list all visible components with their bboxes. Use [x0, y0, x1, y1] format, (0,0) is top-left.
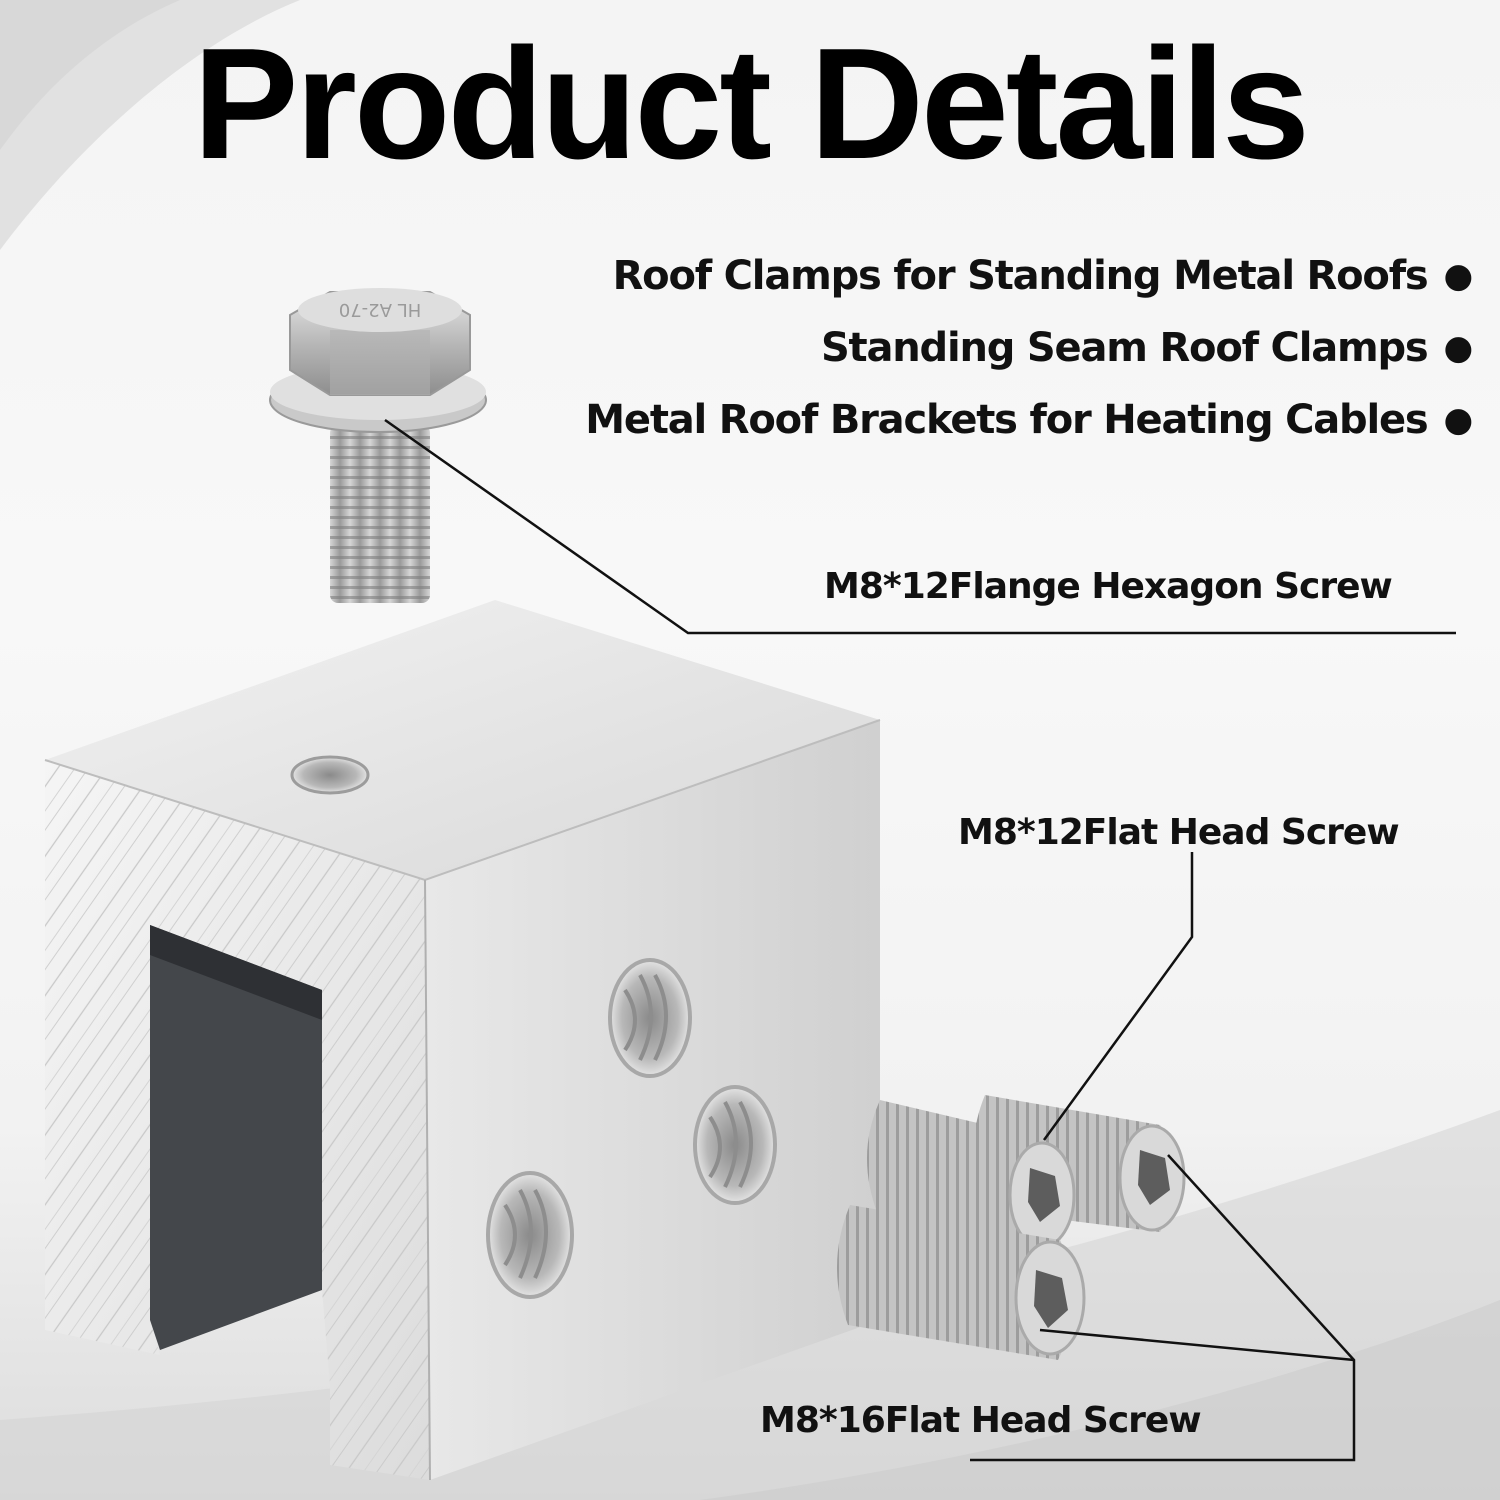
feature-text: Metal Roof Brackets for Heating Cables	[585, 397, 1428, 443]
feature-text: Roof Clamps for Standing Metal Roofs	[612, 253, 1429, 299]
feature-list: Roof Clamps for Standing Metal Roofs ● St…	[585, 250, 1474, 466]
leader-lines	[384, 418, 1456, 1462]
threaded-hole	[693, 1085, 777, 1205]
leader-line-flat-screw-16b	[1039, 1328, 1355, 1362]
page-title: Product Details	[193, 16, 1310, 192]
flat-head-screw-m8x12	[866, 1100, 1076, 1250]
leader-line-flange-screw	[384, 418, 1456, 635]
callout-flat-head-screw-m8x16: M8*16Flat Head Screw	[760, 1400, 1202, 1441]
threaded-hole	[608, 958, 692, 1078]
flange-hexagon-screw: HL A2-70	[269, 288, 487, 603]
feature-text: Standing Seam Roof Clamps	[820, 325, 1429, 371]
feature-item: Metal Roof Brackets for Heating Cables ●	[585, 394, 1474, 466]
bullet-icon: ●	[1443, 256, 1474, 296]
leader-line-flat-screw-16	[970, 1154, 1356, 1462]
threaded-hole	[486, 1171, 574, 1299]
aluminum-clamp-block	[44, 600, 881, 1481]
bullet-icon: ●	[1443, 400, 1474, 440]
callout-flange-hexagon-screw: M8*12Flange Hexagon Screw	[824, 566, 1393, 607]
feature-item: Roof Clamps for Standing Metal Roofs ●	[585, 250, 1474, 322]
leader-line-flat-screw-12	[1042, 852, 1194, 1141]
callout-flat-head-screw-m8x12: M8*12Flat Head Screw	[958, 812, 1400, 853]
svg-text:HL A2-70: HL A2-70	[339, 299, 421, 320]
bullet-icon: ●	[1443, 328, 1474, 368]
feature-item: Standing Seam Roof Clamps ●	[585, 322, 1474, 394]
flat-head-screw-m8x16	[836, 1205, 1086, 1360]
